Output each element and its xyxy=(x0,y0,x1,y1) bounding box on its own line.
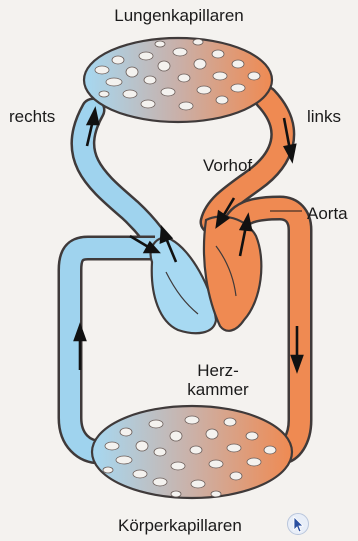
lung-capillary-bed xyxy=(84,38,272,122)
ventricle-label-line1: Herz- xyxy=(183,361,253,380)
aorta-label: Aorta xyxy=(307,204,348,223)
ventricle-label-line2: kammer xyxy=(183,380,253,399)
lung-capillaries-label: Lungenkapillaren xyxy=(0,6,358,25)
body-capillaries-label: Körperkapillaren xyxy=(118,516,242,535)
atrium-label: Vorhof xyxy=(203,156,252,175)
right-side-label: rechts xyxy=(9,107,55,126)
cursor-icon[interactable] xyxy=(287,513,309,535)
cursor-icon-glyph xyxy=(288,514,308,534)
ventricle-label: Herz- kammer xyxy=(183,361,253,399)
left-side-label: links xyxy=(307,107,341,126)
body-capillary-bed xyxy=(92,406,292,498)
